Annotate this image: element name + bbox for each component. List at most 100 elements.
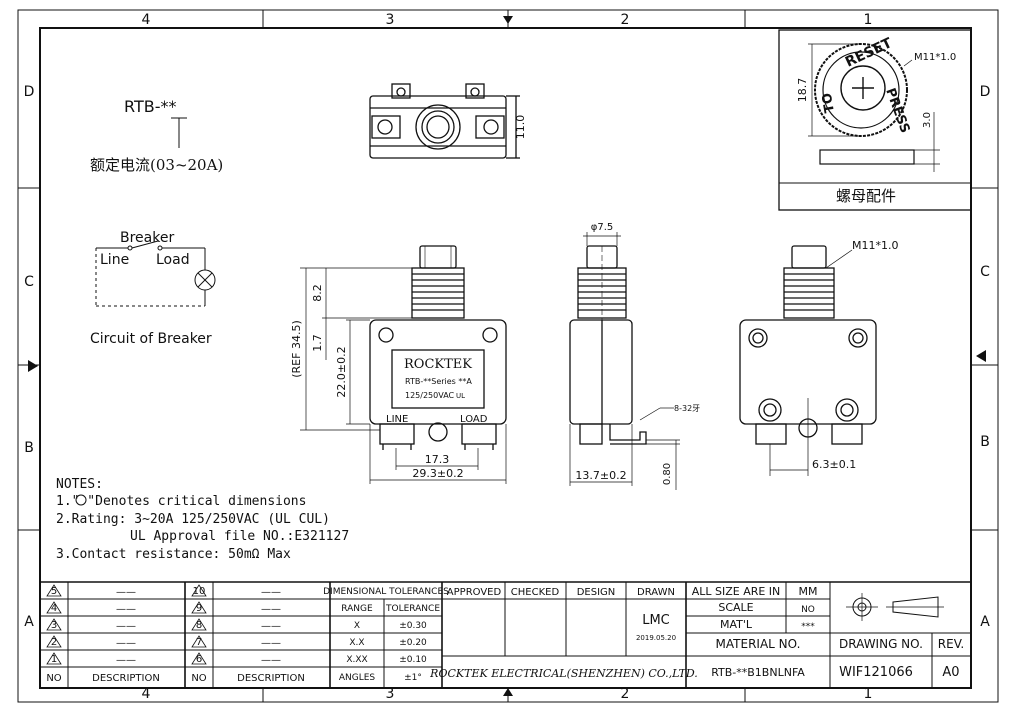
rev-value: A0 [942, 665, 959, 680]
front-dim-ref: (REF 34.5) [290, 320, 303, 378]
front-dim-body: 22.0±0.2 [335, 346, 348, 397]
rev-num: 5 [51, 586, 57, 597]
side-dim-width: 13.7±0.2 [575, 469, 626, 482]
rev-label: REV. [938, 637, 964, 651]
rev-dashes: —— —— —— —— —— —— —— —— —— —— [116, 587, 281, 666]
rev-desc: —— [261, 655, 281, 666]
side-dim-dia: φ7.5 [591, 222, 614, 233]
scale-value: NO [801, 605, 815, 615]
circuit-caption: Circuit of Breaker [90, 331, 212, 347]
rated-current-note: 额定电流(03~20A) [90, 156, 223, 174]
note-3: 3.Contact resistance: 50mΩ Max [56, 547, 291, 562]
drawn-date: 2019.05.20 [636, 634, 676, 642]
rev-no-header-2: NO [191, 673, 206, 684]
rev-num: 9 [196, 603, 202, 614]
top-view [369, 83, 520, 159]
rev-num: 4 [51, 603, 57, 614]
rev-desc: —— [261, 604, 281, 615]
revision-table: 5 4 3 2 1 10 9 8 7 6 —— —— —— —— —— —— [46, 584, 305, 684]
nut-text-to: TO [820, 92, 838, 114]
nut-thread-label: M11*1.0 [914, 52, 956, 63]
approvals-block: APPROVED CHECKED DESIGN DRAWN LMC 2019.0… [429, 587, 698, 680]
zone-row-c: C [24, 274, 34, 290]
circuit-diagram [95, 240, 216, 307]
scale-label: SCALE [718, 601, 753, 614]
unit-value: MM [799, 585, 818, 598]
tolerance-value: ±0.30 [399, 621, 427, 631]
rev-num: 3 [51, 620, 57, 631]
drawing-no-value: WIF121066 [839, 665, 913, 680]
circuit-breaker-label: Breaker [120, 230, 174, 246]
front-dim-inner: 17.3 [425, 453, 450, 466]
approved-header: APPROVED [447, 587, 502, 598]
zone-col-4-bottom: 4 [142, 686, 151, 702]
front-terminal-line: LINE [386, 414, 408, 425]
rev-right-numbers: 10 9 8 7 6 [193, 586, 206, 665]
matl-label: MAT'L [720, 618, 753, 631]
design-header: DESIGN [577, 587, 616, 598]
zone-row-c-right: C [980, 264, 990, 280]
zone-row-a-right: A [980, 614, 990, 630]
company-name: ROCKTEK ELECTRICAL(SHENZHEN) CO.,LTD. [429, 667, 698, 680]
material-no-value: RTB-**B1BNLNFA [711, 666, 805, 679]
zone-row-d-right: D [980, 84, 991, 100]
zone-col-1-bottom: 1 [864, 686, 873, 702]
circuit-load-label: Load [156, 252, 190, 268]
model-code-callout: RTB-** 额定电流(03~20A) [90, 97, 223, 174]
rev-desc: —— [116, 638, 136, 649]
rev-num: 8 [196, 620, 202, 631]
rev-description-header-2: DESCRIPTION [237, 673, 305, 684]
tolerance-value: ±1° [404, 673, 422, 683]
matl-value: *** [801, 622, 815, 632]
title-block-grid [40, 581, 971, 688]
all-size-label: ALL SIZE ARE IN [692, 585, 781, 598]
tolerance-title: DIMENSIONAL TOLERANCES [323, 587, 449, 597]
front-terminal-load: LOAD [460, 414, 488, 425]
side-view [569, 232, 680, 490]
rev-no-header: NO [46, 673, 61, 684]
rev-left-numbers: 5 4 3 2 1 [51, 586, 57, 665]
zone-labels: 4 3 2 1 4 3 2 1 D C B A D C B A [24, 12, 991, 702]
rev-desc: —— [116, 621, 136, 632]
front-dim-outer: 29.3±0.2 [412, 467, 463, 480]
rev-num: 7 [196, 637, 202, 648]
zone-col-4: 4 [142, 12, 151, 28]
zone-col-3-bottom: 3 [386, 686, 395, 702]
tolerance-value: ±0.10 [399, 655, 427, 665]
drawn-header: DRAWN [637, 587, 675, 598]
nut-dim-dia: 18.7 [796, 78, 809, 103]
nut-caption: 螺母配件 [836, 187, 896, 205]
front-dim-stem: 8.2 [311, 284, 324, 302]
title-block-info: ALL SIZE ARE IN MM SCALE NO MAT'L *** MA… [692, 585, 964, 680]
rev-num: 2 [51, 637, 57, 648]
rev-desc: —— [116, 587, 136, 598]
back-dim-spacing: 6.3±0.1 [812, 458, 856, 471]
side-thread-label: 8-32牙 [674, 404, 700, 413]
rev-num: 6 [196, 654, 202, 665]
nut-detail-box [778, 29, 972, 211]
tolerance-range: X.XX [346, 655, 367, 665]
back-thread-label: M11*1.0 [852, 239, 898, 252]
zone-row-b-right: B [980, 434, 990, 450]
zone-col-1: 1 [864, 12, 873, 28]
tolerance-range-header: RANGE [341, 604, 373, 614]
front-label-cert: UL [456, 392, 465, 400]
front-label-series: RTB-**Series **A [405, 377, 472, 386]
zone-col-2-bottom: 2 [621, 686, 630, 702]
drawn-by: LMC [642, 613, 670, 628]
tolerance-table: DIMENSIONAL TOLERANCES RANGE TOLERANCE X… [323, 587, 449, 683]
tolerance-range: ANGLES [339, 673, 376, 683]
centering-arrows [28, 16, 986, 696]
rev-desc: —— [261, 621, 281, 632]
projection-symbol [846, 593, 944, 621]
checked-header: CHECKED [511, 587, 560, 598]
side-dim-terminal: 0.80 [662, 463, 673, 485]
critical-dim-symbol [75, 494, 87, 506]
rev-desc: —— [261, 638, 281, 649]
back-view [739, 245, 877, 476]
notes-title: NOTES: [56, 477, 103, 492]
note-2b: UL Approval file NO.:E321127 [130, 529, 349, 544]
rev-description-header: DESCRIPTION [92, 673, 160, 684]
rev-desc: —— [261, 587, 281, 598]
zone-row-b: B [24, 440, 34, 456]
